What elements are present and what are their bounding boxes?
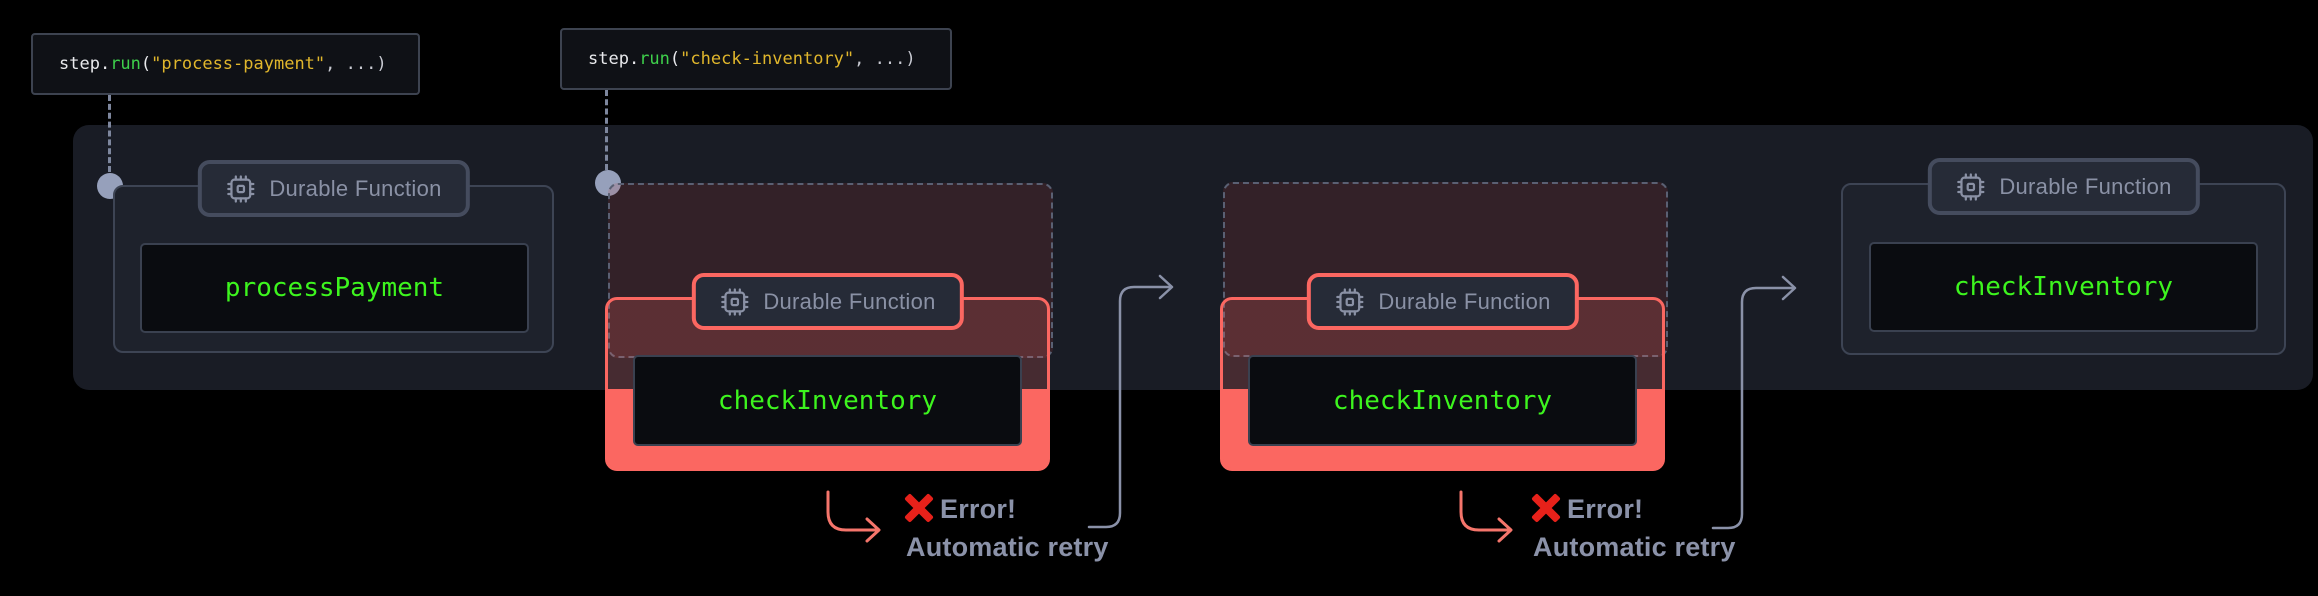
code-tooltip-check-inventory: step.run("check-inventory", ...) <box>560 28 952 90</box>
error-arrow-2 <box>1459 490 1513 543</box>
function-box: processPayment <box>140 243 529 333</box>
error-x-icon <box>1530 492 1562 524</box>
durable-function-badge: Durable Function <box>691 273 964 330</box>
cpu-chip-icon <box>1335 287 1363 316</box>
error-x-icon <box>903 492 935 524</box>
durable-function-badge: Durable Function <box>1927 158 2200 215</box>
function-box: checkInventory <box>1869 242 2258 332</box>
badge-label: Durable Function <box>1999 173 2172 199</box>
error-arrow-1 <box>826 490 881 543</box>
failed-attempt-group-1: Durable Function checkInventory <box>605 182 1053 472</box>
cpu-chip-icon <box>720 287 748 316</box>
durable-function-group-2: Durable Function checkInventory <box>1841 158 2286 355</box>
failed-attempt-group-2: Durable Function checkInventory <box>1220 182 1668 472</box>
cpu-chip-icon <box>226 174 254 203</box>
code-tooltip-process-payment: step.run("process-payment", ...) <box>31 33 420 95</box>
automatic-retry-label: Automatic retry <box>906 532 1109 562</box>
durable-function-group-1: Durable Function processPayment <box>113 160 554 353</box>
durable-function-badge: Durable Function <box>197 160 470 217</box>
cpu-chip-icon <box>1956 172 1984 201</box>
function-box: checkInventory <box>1248 355 1637 446</box>
tooltip-leader-line-2 <box>605 90 608 170</box>
function-name: checkInventory <box>1953 272 2174 302</box>
code-snippet: step.run("process-payment", ...) <box>59 54 387 74</box>
badge-label: Durable Function <box>763 288 936 314</box>
error-label: Error! <box>940 494 1017 524</box>
automatic-retry-label: Automatic retry <box>1533 532 1736 562</box>
function-box: checkInventory <box>633 355 1022 446</box>
error-label: Error! <box>1567 494 1644 524</box>
function-name: checkInventory <box>1332 385 1553 416</box>
durable-function-badge: Durable Function <box>1306 273 1579 330</box>
tooltip-leader-line-1 <box>108 95 111 172</box>
error-function-container: Durable Function checkInventory <box>1220 273 1665 471</box>
error-function-container: Durable Function checkInventory <box>605 273 1050 471</box>
badge-label: Durable Function <box>269 175 442 201</box>
function-name: checkInventory <box>717 385 938 416</box>
badge-label: Durable Function <box>1378 288 1551 314</box>
code-snippet: step.run("check-inventory", ...) <box>588 49 916 69</box>
function-name: processPayment <box>224 273 445 303</box>
